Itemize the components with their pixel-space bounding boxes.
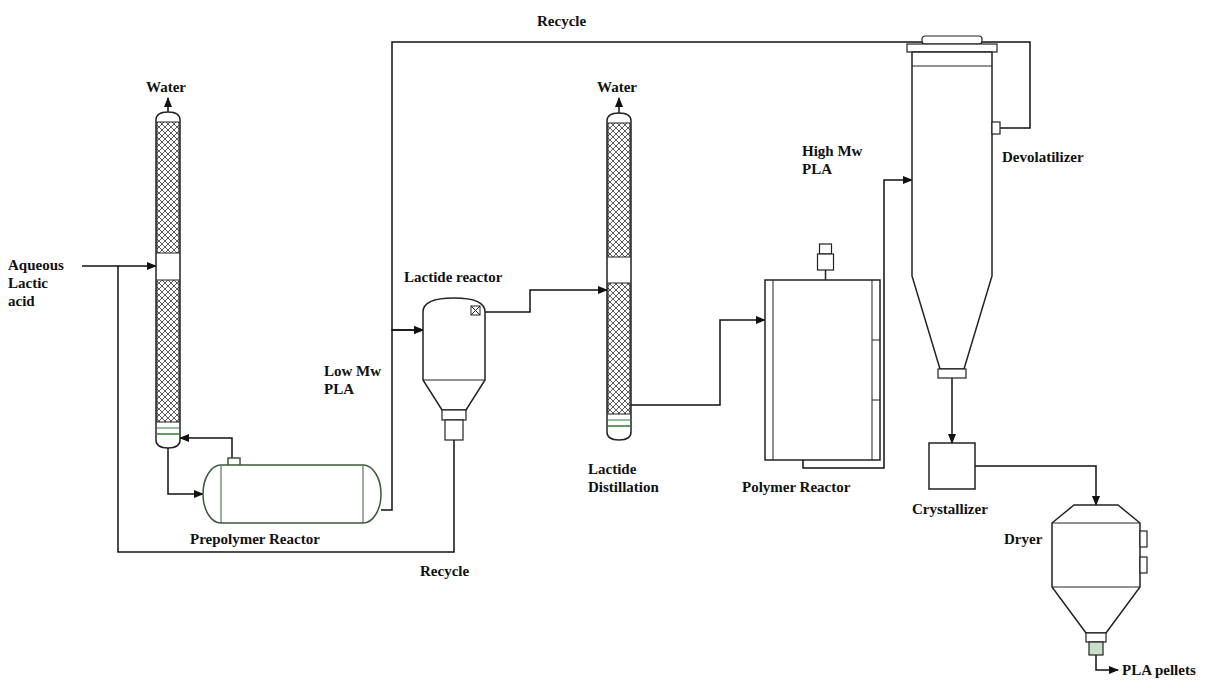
equipment-label: Devolatilizer: [1002, 148, 1084, 166]
distillation-column: Water: [156, 112, 180, 448]
equipment-label: Lactide Distillation: [588, 460, 680, 496]
distillation-column-outline: [607, 113, 631, 440]
vent-arrow: [167, 98, 169, 112]
product-label: PLA pellets: [1122, 661, 1196, 679]
flow-line: [381, 330, 423, 510]
equipment-label: Prepolymer Reactor: [190, 530, 320, 548]
equipment-label: Water: [597, 78, 637, 96]
polymer-reactor-outline: [765, 280, 880, 460]
flow-line: [180, 438, 232, 458]
flow-line: [631, 320, 765, 405]
dryer: Dryer: [1052, 505, 1140, 655]
stream-label: High Mw PLA: [800, 142, 880, 178]
prepolymer-reactor: Prepolymer Reactor: [203, 458, 381, 523]
equipment-label: Water: [146, 78, 186, 96]
vent-arrow: [618, 98, 620, 113]
devolatilizer-outline: [912, 36, 992, 378]
lactide-reactor-outline: [423, 298, 485, 440]
flow-line: [951, 378, 953, 443]
product-arrow: [1096, 655, 1118, 670]
stream-label: Recycle: [418, 562, 471, 580]
equipment-label: Crystallizer: [912, 500, 988, 518]
devolatilizer: Devolatilizer: [912, 36, 992, 378]
feed-label: Aqueous Lactic acid: [8, 256, 74, 310]
feed-line: [82, 265, 118, 267]
stream-label: Recycle: [535, 12, 588, 30]
prepolymer-reactor-outline: [203, 458, 381, 523]
flow-line: [485, 290, 607, 312]
equipment-label: Lactide reactor: [404, 268, 502, 286]
polymer-reactor: Polymer Reactor: [765, 280, 880, 460]
lactide-reactor: Lactide reactor: [423, 298, 485, 440]
flow-line: [168, 448, 203, 494]
crystallizer: Crystallizer: [929, 443, 975, 489]
crystallizer-outline: [929, 443, 975, 489]
flow-line: [975, 466, 1096, 505]
distillation-column-outline: [156, 112, 180, 448]
equipment-label: Polymer Reactor: [742, 478, 850, 496]
distillation-column: WaterLactide Distillation: [607, 113, 631, 440]
equipment-label: Dryer: [1004, 530, 1042, 548]
stream-label: Low Mw PLA: [322, 362, 386, 398]
dryer-outline: [1052, 505, 1140, 655]
flow-line: [118, 266, 454, 552]
